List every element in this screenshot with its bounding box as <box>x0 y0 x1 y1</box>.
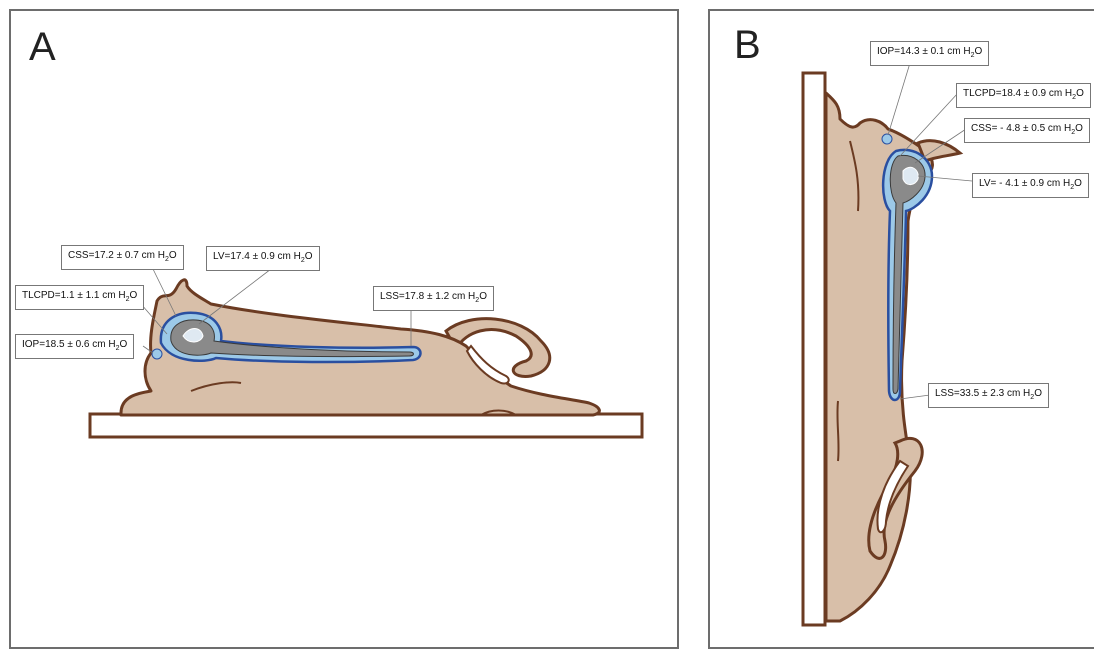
eye-a <box>152 349 162 359</box>
label-lv-b: LV= - 4.1 ± 0.9 cm H2O <box>972 173 1089 198</box>
label-lss-a: LSS=17.8 ± 1.2 cm H2O <box>373 286 494 311</box>
panel-b: B IOP=14.3 ± 0.1 cm H2O TLCPD=18.4 <box>708 9 1094 649</box>
eye-b <box>882 134 892 144</box>
vertical-board <box>803 73 825 625</box>
label-tlcpd-b: TLCPD=18.4 ± 0.9 cm H2O <box>956 83 1091 108</box>
label-css-a: CSS=17.2 ± 0.7 cm H2O <box>61 245 184 270</box>
panel-a: A CSS=17.2 ± 0.7 cm H2O LV=17.4 ± 0 <box>9 9 679 649</box>
panel-a-illustration <box>11 11 681 651</box>
label-lv-a: LV=17.4 ± 0.9 cm H2O <box>206 246 320 271</box>
label-lss-b: LSS=33.5 ± 2.3 cm H2O <box>928 383 1049 408</box>
label-tlcpd-a: TLCPD=1.1 ± 1.1 cm H2O <box>15 285 144 310</box>
label-css-b: CSS= - 4.8 ± 0.5 cm H2O <box>964 118 1090 143</box>
label-iop-a: IOP=18.5 ± 0.6 cm H2O <box>15 334 134 359</box>
label-iop-b: IOP=14.3 ± 0.1 cm H2O <box>870 41 989 66</box>
horizontal-board <box>90 414 642 437</box>
ventricles-b <box>903 167 918 184</box>
